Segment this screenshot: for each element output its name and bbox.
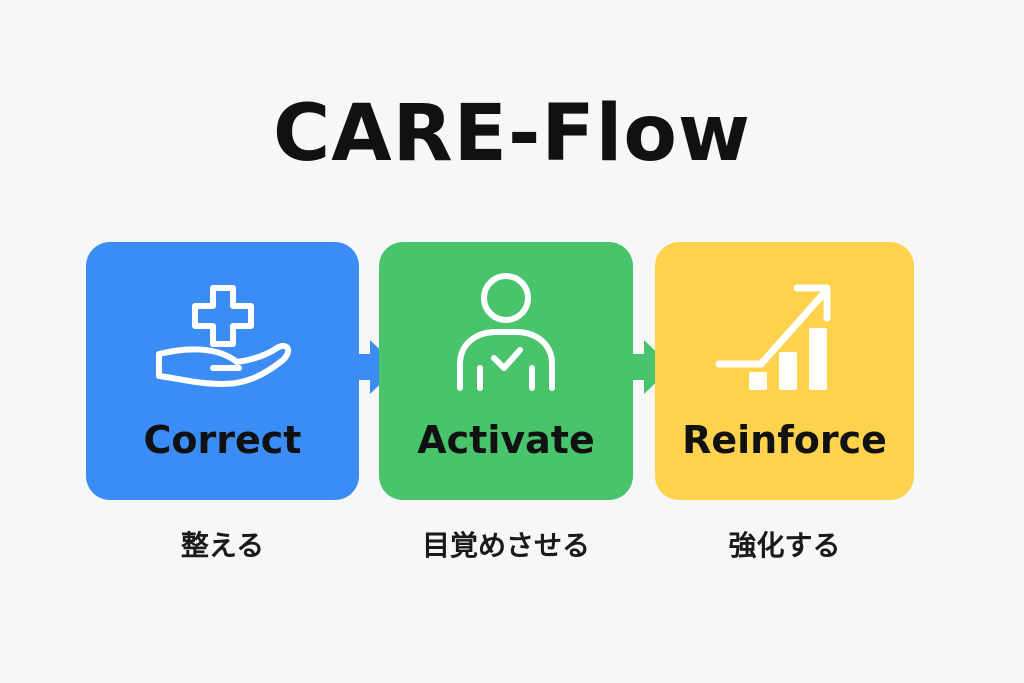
diagram-title: CARE-Flow <box>273 89 751 179</box>
step-subtitle-correct: 整える <box>180 529 265 562</box>
step-label-activate: Activate <box>417 418 595 462</box>
step-label-reinforce: Reinforce <box>682 418 887 462</box>
step-card-activate: Activate <box>379 242 633 500</box>
step-card-reinforce: Reinforce <box>655 242 914 500</box>
step-label-correct: Correct <box>143 418 302 462</box>
step-card-correct: Correct <box>86 242 359 500</box>
arrow-right-icon <box>632 340 672 394</box>
arrow-right-icon <box>358 340 398 394</box>
hand-with-medical-cross-icon <box>86 270 359 402</box>
step-subtitle-reinforce: 強化する <box>728 529 841 562</box>
growth-bar-chart-icon <box>655 270 914 402</box>
step-subtitle-activate: 目覚めさせる <box>421 529 590 562</box>
person-with-checkmark-icon <box>379 270 633 402</box>
